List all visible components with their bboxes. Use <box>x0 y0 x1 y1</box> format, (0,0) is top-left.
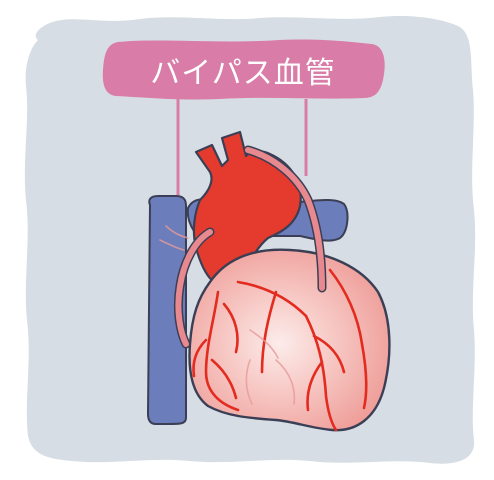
heart-body <box>190 250 390 430</box>
bypass-vessel-label: バイパス血管 <box>104 41 382 99</box>
bypass-vessel-label-text: バイパス血管 <box>150 48 335 92</box>
